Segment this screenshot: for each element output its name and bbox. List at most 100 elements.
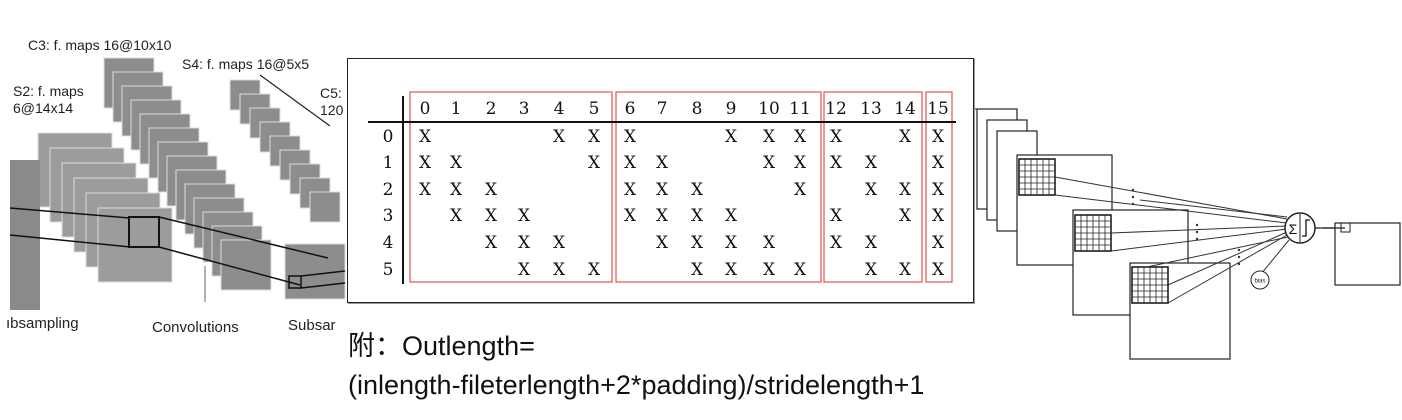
subsampling-label-2: Subsar bbox=[288, 317, 336, 334]
table-cell-mark: X bbox=[932, 127, 945, 147]
table-cell-mark: X bbox=[691, 206, 704, 226]
column-group-box-3 bbox=[925, 91, 953, 283]
table-cell-mark: X bbox=[899, 127, 912, 147]
table-cell-mark: X bbox=[553, 233, 566, 253]
s4-feature-maps bbox=[229, 79, 346, 300]
row-header: 3 bbox=[383, 206, 394, 226]
ellipsis-dots bbox=[1131, 188, 1241, 266]
column-group-box-0 bbox=[409, 91, 613, 283]
neuron-convolution-diagram: bias Σ bbox=[975, 108, 1401, 360]
lenet-architecture-diagram: C3: f. maps 16@10x10 S4: f. maps 16@5x5 … bbox=[6, 37, 346, 336]
row-header: 1 bbox=[383, 153, 394, 173]
table-cell-mark: X bbox=[899, 260, 912, 280]
table-cell-mark: X bbox=[656, 153, 669, 173]
row-header: 0 bbox=[383, 127, 394, 147]
input-map-3 bbox=[1129, 262, 1231, 360]
table-cell-mark: X bbox=[656, 233, 669, 253]
table-cell-mark: X bbox=[518, 233, 531, 253]
table-cell-mark: X bbox=[419, 180, 432, 200]
sum-symbol: Σ bbox=[1289, 221, 1298, 237]
table-cell-mark: X bbox=[899, 180, 912, 200]
column-header: 14 bbox=[894, 99, 916, 119]
s4-label: S4: f. maps 16@5x5 bbox=[182, 56, 309, 72]
table-cell-mark: X bbox=[450, 206, 463, 226]
table-cell-mark: X bbox=[865, 233, 878, 253]
bias-label: bias bbox=[1254, 279, 1265, 285]
c3-label: C3: f. maps 16@10x10 bbox=[28, 37, 172, 53]
s2-receptive-window bbox=[128, 216, 160, 248]
table-cell-mark: X bbox=[932, 153, 945, 173]
table-cell-mark: X bbox=[725, 260, 738, 280]
table-cell-mark: X bbox=[588, 127, 601, 147]
table-cell-mark: X bbox=[932, 260, 945, 280]
column-header: 12 bbox=[825, 99, 847, 119]
table-cell-mark: X bbox=[763, 260, 776, 280]
bias-node bbox=[1250, 270, 1270, 290]
table-cell-mark: X bbox=[485, 180, 498, 200]
column-header: 3 bbox=[519, 99, 530, 119]
c5-label-line2: 120 bbox=[320, 102, 344, 118]
table-cell-mark: X bbox=[419, 127, 432, 147]
table-cell-mark: X bbox=[932, 206, 945, 226]
table-cell-mark: X bbox=[553, 260, 566, 280]
c3-feature-maps bbox=[103, 57, 272, 291]
column-group-box-2 bbox=[823, 91, 923, 283]
table-cell-mark: X bbox=[830, 153, 843, 173]
column-header: 4 bbox=[554, 99, 565, 119]
table-cell-mark: X bbox=[794, 180, 807, 200]
table-cell-mark: X bbox=[656, 206, 669, 226]
table-cell-mark: X bbox=[485, 233, 498, 253]
table-cell-mark: X bbox=[691, 260, 704, 280]
table-cell-mark: X bbox=[691, 180, 704, 200]
table-cell-mark: X bbox=[518, 206, 531, 226]
table-cell-mark: X bbox=[865, 180, 878, 200]
table-cell-mark: X bbox=[450, 153, 463, 173]
s4-receptive-window bbox=[288, 275, 302, 289]
table-cell-mark: X bbox=[588, 260, 601, 280]
table-cell-mark: X bbox=[656, 180, 669, 200]
column-header: 8 bbox=[692, 99, 703, 119]
table-cell-mark: X bbox=[763, 153, 776, 173]
c5-label-line1: C5: bbox=[320, 85, 342, 101]
column-header: 0 bbox=[420, 99, 431, 119]
table-cell-mark: X bbox=[932, 180, 945, 200]
table-cell-mark: X bbox=[865, 260, 878, 280]
column-header: 9 bbox=[726, 99, 737, 119]
formula-line-2: (inlength-fileterlength+2*padding)/strid… bbox=[348, 370, 925, 400]
table-cell-mark: X bbox=[763, 233, 776, 253]
column-header: 13 bbox=[860, 99, 882, 119]
table-cell-mark: X bbox=[830, 127, 843, 147]
table-cell-mark: X bbox=[830, 206, 843, 226]
table-cell-mark: X bbox=[725, 206, 738, 226]
table-cell-mark: X bbox=[725, 127, 738, 147]
table-cell-mark: X bbox=[450, 180, 463, 200]
table-cell-mark: X bbox=[624, 180, 637, 200]
column-group-box-1 bbox=[615, 91, 822, 283]
table-cell-mark: X bbox=[763, 127, 776, 147]
column-header: 11 bbox=[789, 99, 811, 119]
convolutions-label: Convolutions bbox=[152, 319, 239, 336]
activation-curve bbox=[1302, 219, 1310, 237]
column-header: 5 bbox=[589, 99, 600, 119]
formula-line-1: 附：Outlength= bbox=[348, 331, 535, 361]
column-header: 6 bbox=[625, 99, 636, 119]
table-cell-mark: X bbox=[830, 233, 843, 253]
table-cell-mark: X bbox=[794, 153, 807, 173]
row-header: 5 bbox=[383, 260, 394, 280]
table-cell-mark: X bbox=[794, 260, 807, 280]
table-cell-mark: X bbox=[553, 127, 566, 147]
column-header: 15 bbox=[927, 99, 949, 119]
table-cell-mark: X bbox=[932, 233, 945, 253]
table-cell-mark: X bbox=[485, 206, 498, 226]
table-cell-mark: X bbox=[588, 153, 601, 173]
table-cell-mark: X bbox=[794, 127, 807, 147]
table-cell-mark: X bbox=[624, 127, 637, 147]
table-cell-mark: X bbox=[419, 153, 432, 173]
table-cell-mark: X bbox=[691, 233, 704, 253]
table-cell-mark: X bbox=[899, 206, 912, 226]
s2-label-line1: S2: f. maps bbox=[13, 83, 84, 99]
table-cell-mark: X bbox=[624, 153, 637, 173]
table-cell-mark: X bbox=[518, 260, 531, 280]
